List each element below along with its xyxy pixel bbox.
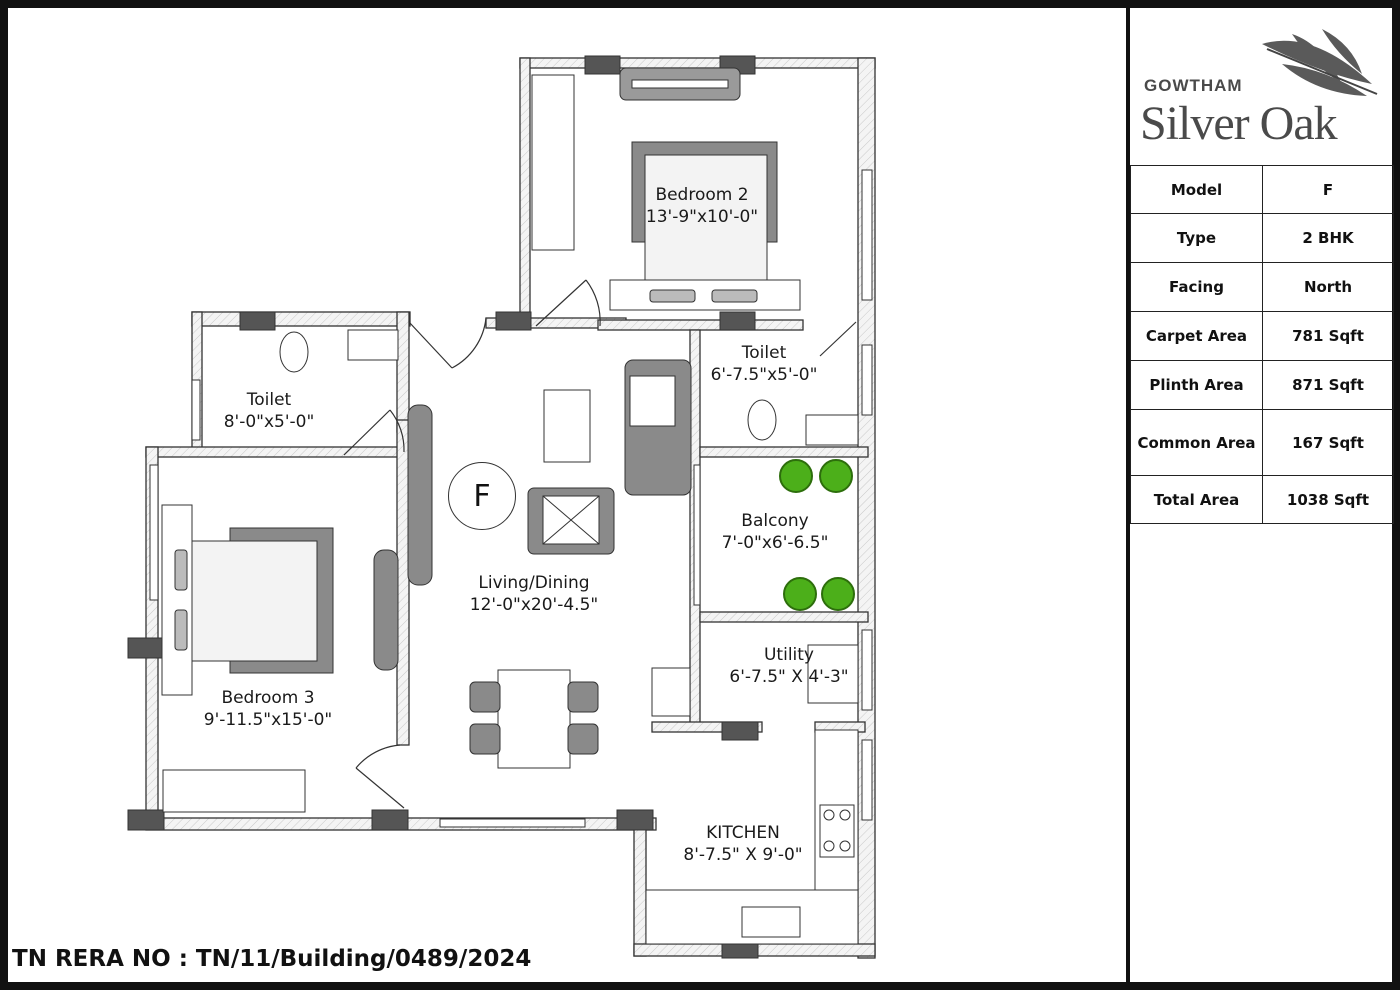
windows — [149, 169, 873, 828]
rera-number: TN RERA NO : TN/11/Building/0489/2024 — [12, 946, 532, 972]
brand-top: GOWTHAM — [1144, 76, 1243, 95]
spec-key: Total Area — [1130, 475, 1263, 524]
oak-leaf-icon — [1262, 29, 1378, 96]
spec-key: Facing — [1130, 262, 1263, 312]
spec-key: Plinth Area — [1130, 360, 1263, 410]
floor-plan — [127, 55, 876, 959]
doors — [343, 279, 857, 809]
spec-value: 167 Sqft — [1262, 409, 1394, 476]
living-furniture — [469, 359, 692, 769]
spec-value: F — [1262, 165, 1394, 214]
spec-value: 1038 Sqft — [1262, 475, 1394, 524]
brand-main: Silver Oak — [1140, 97, 1338, 150]
spec-key: Type — [1130, 213, 1263, 263]
spec-key: Carpet Area — [1130, 311, 1263, 361]
bedroom3-furniture — [161, 404, 433, 813]
spec-value: 781 Sqft — [1262, 311, 1394, 361]
columns — [127, 55, 759, 959]
model-tag: F — [448, 462, 516, 530]
spec-key: Model — [1130, 165, 1263, 214]
toilet-fixtures — [279, 329, 859, 704]
spec-value: North — [1262, 262, 1394, 312]
brand-logo: GOWTHAM Silver Oak — [1132, 10, 1394, 164]
kitchen-fixtures — [645, 729, 859, 945]
balcony-plants — [779, 459, 855, 611]
spec-value: 2 BHK — [1262, 213, 1394, 263]
bedroom2-furniture — [531, 67, 801, 311]
spec-value: 871 Sqft — [1262, 360, 1394, 410]
spec-key: Common Area — [1130, 409, 1263, 476]
